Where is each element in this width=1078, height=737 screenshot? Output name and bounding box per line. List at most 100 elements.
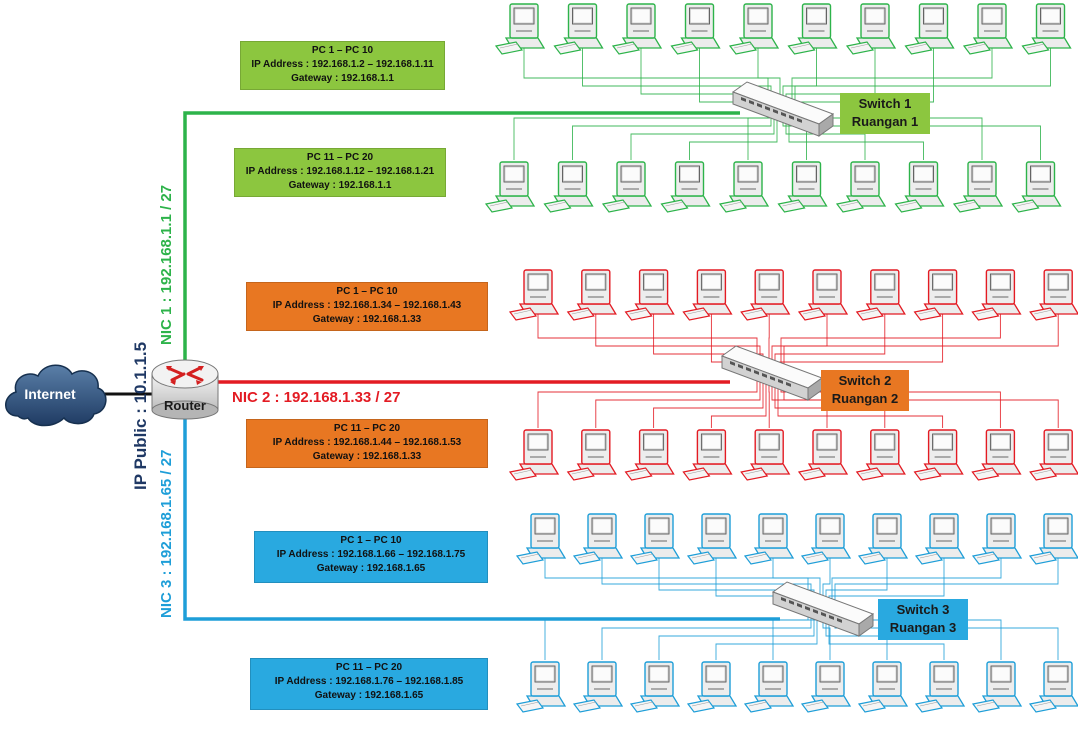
switch-name: Switch 1 — [858, 96, 912, 111]
pc-icon — [971, 269, 1022, 321]
room-name: Ruangan 3 — [889, 620, 957, 635]
pc-icon — [1028, 513, 1078, 565]
pc-icon — [845, 3, 897, 55]
ip-public-label: IP Public : 10.1.1.5 — [131, 341, 150, 490]
switch3-label-box: Switch 3 Ruangan 3 — [878, 599, 968, 640]
pc-icon — [670, 3, 721, 55]
room-name: Ruangan 2 — [831, 391, 899, 406]
pc-icon — [566, 429, 617, 481]
pc-icon — [971, 661, 1023, 713]
gateway-label: Gateway : 192.168.1.33 — [312, 451, 422, 462]
pc-icon — [971, 513, 1023, 565]
switch1-icon — [731, 81, 835, 137]
pc-icon — [777, 161, 828, 213]
pc-icon — [508, 429, 560, 481]
pc-icon — [962, 3, 1014, 55]
pc-icon — [1011, 161, 1062, 213]
pc-icon — [543, 161, 594, 213]
pc-icon — [787, 3, 838, 55]
nic2-label: NIC 2 : 192.168.1.33 / 27 — [232, 389, 401, 406]
ip-range-label: IP Address : 192.168.1.66 – 192.168.1.75 — [276, 549, 466, 560]
switch1-label-box: Switch 1 Ruangan 1 — [840, 93, 930, 134]
gateway-label: Gateway : 192.168.1.33 — [312, 314, 422, 325]
pc-range-label: PC 11 – PC 20 — [335, 662, 403, 673]
pc-icon — [797, 269, 849, 321]
pc-icon — [971, 429, 1022, 481]
pc-icon — [797, 429, 849, 481]
router-icon — [151, 359, 219, 420]
pc-icon — [800, 513, 852, 565]
pc-icon — [857, 513, 909, 565]
room1-top-info-box: PC 1 – PC 10 IP Address : 192.168.1.2 – … — [240, 41, 445, 90]
pc-icon — [601, 161, 653, 213]
internet-label: Internet — [24, 386, 76, 402]
gateway-label: Gateway : 192.168.1.65 — [316, 563, 426, 574]
pc-icon — [611, 3, 663, 55]
room2-top-info-box: PC 1 – PC 10 IP Address : 192.168.1.34 –… — [246, 282, 488, 331]
pc-icon — [857, 661, 909, 713]
pc-icon — [718, 161, 770, 213]
pc-icon — [914, 661, 966, 713]
pc-icon — [629, 513, 681, 565]
pc-icon — [914, 513, 966, 565]
pc-icon — [686, 661, 738, 713]
nic3-link — [183, 419, 780, 621]
ip-range-label: IP Address : 192.168.1.44 – 192.168.1.53 — [272, 437, 462, 448]
ip-range-label: IP Address : 192.168.1.76 – 192.168.1.85 — [274, 676, 464, 687]
ip-range-label: IP Address : 192.168.1.12 – 192.168.1.21 — [245, 166, 435, 177]
switch3-icon — [771, 581, 875, 637]
pc-icon — [494, 3, 546, 55]
room2-bottom-info-box: PC 11 – PC 20 IP Address : 192.168.1.44 … — [246, 419, 488, 468]
pc-icon — [660, 161, 711, 213]
gateway-label: Gateway : 192.168.1.1 — [288, 180, 392, 191]
pc-icon — [1029, 269, 1078, 321]
switch-name: Switch 3 — [896, 602, 950, 617]
pc-range-label: PC 1 – PC 10 — [340, 535, 402, 546]
pc-icon — [508, 269, 560, 321]
pc-icon — [624, 429, 675, 481]
cloud-icon — [5, 364, 107, 427]
pc-icon — [800, 661, 852, 713]
pc-icon — [553, 3, 604, 55]
pc-range-label: PC 1 – PC 10 — [336, 286, 398, 297]
pc-icon — [566, 269, 617, 321]
gateway-label: Gateway : 192.168.1.1 — [291, 73, 394, 84]
room3-bottom-info-box: PC 11 – PC 20 IP Address : 192.168.1.76 … — [250, 658, 488, 710]
room3-top-info-box: PC 1 – PC 10 IP Address : 192.168.1.66 –… — [254, 531, 488, 583]
pc-icon — [743, 661, 795, 713]
pc-icon — [682, 269, 733, 321]
pc-icon — [686, 513, 738, 565]
pc-icon — [515, 513, 567, 565]
room-name: Ruangan 1 — [851, 114, 919, 129]
router-label: Router — [164, 398, 206, 413]
pc-icon — [1029, 429, 1078, 481]
pc-icon — [855, 429, 906, 481]
gateway-label: Gateway : 192.168.1.65 — [314, 690, 424, 701]
pc-icon — [913, 269, 964, 321]
pc-icon — [624, 269, 675, 321]
pc-icon — [572, 661, 624, 713]
pc-icon — [740, 269, 791, 321]
pc-icon — [572, 513, 624, 565]
nic1-label: NIC 1 : 192.168.1.1 / 27 — [158, 184, 175, 345]
nic3-label: NIC 3 : 192.168.1.65 / 27 — [158, 449, 175, 618]
nic1-link — [183, 111, 740, 362]
pc-range-label: PC 11 – PC 20 — [333, 423, 401, 434]
room1-bottom-info-box: PC 11 – PC 20 IP Address : 192.168.1.12 … — [234, 148, 446, 197]
ip-range-label: IP Address : 192.168.1.34 – 192.168.1.43 — [272, 300, 462, 311]
pc-icon — [484, 161, 536, 213]
ip-range-label: IP Address : 192.168.1.2 – 192.168.1.11 — [251, 59, 434, 70]
pc-icon — [743, 513, 795, 565]
pc-icon — [855, 269, 906, 321]
pc-range-label: PC 1 – PC 10 — [311, 45, 374, 56]
pc-icon — [740, 429, 791, 481]
pc-icon — [515, 661, 567, 713]
pc-icon — [913, 429, 964, 481]
pc-icon — [728, 3, 780, 55]
switch2-label-box: Switch 2 Ruangan 2 — [821, 370, 909, 411]
pc-icon — [952, 161, 1004, 213]
pc-icon — [1028, 661, 1078, 713]
pc-icon — [835, 161, 887, 213]
switch-name: Switch 2 — [838, 373, 892, 388]
